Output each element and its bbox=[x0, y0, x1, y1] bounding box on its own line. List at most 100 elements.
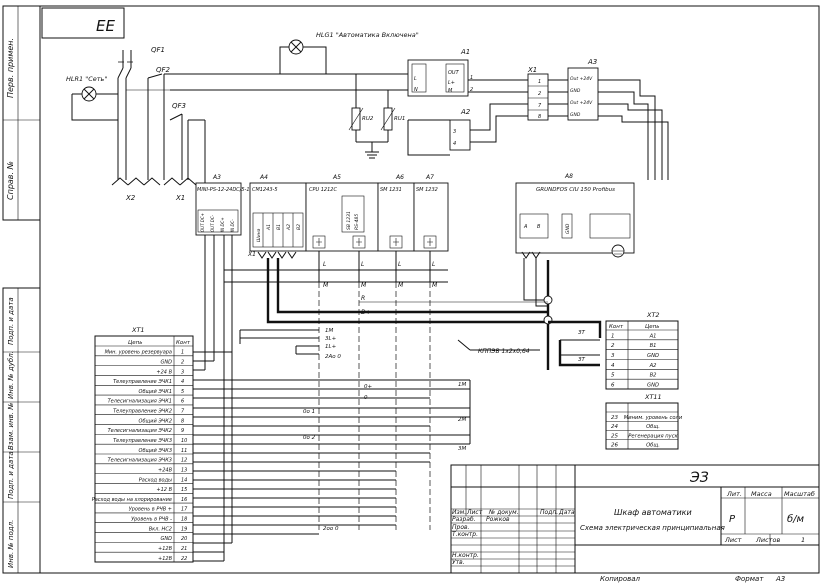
xt1-row-8-contact: 8 bbox=[181, 418, 184, 424]
tb-sign: Подп. bbox=[540, 509, 558, 516]
net-0minus: 0- bbox=[364, 395, 369, 401]
xt1-row-7-circuit: Телеуправление ЭЧК2 bbox=[113, 409, 172, 415]
xt1-head-contact: Конт bbox=[176, 340, 191, 346]
label-hl1: HLR1 "Сеть" bbox=[66, 75, 107, 83]
xt11-row-2-circuit: Общ. bbox=[646, 424, 660, 430]
ground-symbol bbox=[365, 151, 379, 159]
bus-m-1: M bbox=[323, 282, 329, 289]
bus-m-4: M bbox=[432, 282, 438, 289]
bus-l-4: L bbox=[432, 261, 435, 268]
net-0o2: 0о 2 bbox=[303, 435, 316, 441]
developer-name: Рожков bbox=[486, 516, 510, 523]
net-0o1: 0о 1 bbox=[303, 409, 315, 415]
label-ru1: RU1 bbox=[394, 116, 405, 122]
label-a2: A2 bbox=[460, 108, 471, 116]
module-a5-cpu: A5 CPU 1212C SB 1231 RS-485 bbox=[305, 174, 379, 252]
xt1-row-10-circuit: Телеуправление ЭЧК3 bbox=[113, 438, 172, 444]
bus-r-label: R bbox=[361, 295, 365, 302]
xt11-row-3-circuit: Регенерация пуск bbox=[628, 433, 678, 439]
stamp-orig-inv: Инв. № подл. bbox=[7, 520, 15, 568]
xt11-row-2-contact: 24 bbox=[611, 424, 618, 430]
xt1-row-22-contact: 22 bbox=[181, 556, 187, 562]
xt1-row-12-contact: 12 bbox=[181, 458, 187, 464]
xt11-ref: XT11 bbox=[644, 393, 662, 401]
breaker-qf2: QF2 bbox=[147, 66, 171, 79]
net-2m: 2М bbox=[458, 417, 466, 423]
cable-type-label: КППЭВ 1х2х0,64 bbox=[478, 348, 530, 355]
a1-out-pin-1: 1 bbox=[470, 75, 473, 81]
a4-pin-bus: Шина bbox=[256, 228, 262, 242]
bus-d-label: D+ bbox=[361, 309, 371, 316]
terminal-x1: X1 1 2 7 8 bbox=[527, 66, 549, 121]
net-labels: 1М 3L+ 1L+ 2Ao 0 0+ 0- 1М 2М 3М 0о 1 0о … bbox=[303, 328, 466, 532]
xt2-row-1-contact: 1 bbox=[611, 333, 615, 339]
lamp-hl1: HLR1 "Сеть" bbox=[66, 75, 107, 102]
cable-ref-1: ЗТ bbox=[578, 330, 586, 336]
a8-pin-b: B bbox=[537, 224, 541, 230]
a6-title: SM 1231 bbox=[380, 187, 402, 193]
xt2-row-4-contact: 4 bbox=[611, 363, 615, 369]
role-developer: Разраб. bbox=[452, 516, 476, 523]
sheets-label: Листов bbox=[755, 536, 780, 544]
xt11-row-3-contact: 25 bbox=[611, 433, 618, 439]
sheets-value: 1 bbox=[801, 536, 805, 544]
a3-ps-pin-2: OUT DC- bbox=[210, 214, 215, 232]
profibus-cable bbox=[266, 258, 553, 370]
xt2-row-5-circuit: B2 bbox=[650, 373, 657, 379]
a1-pin-lplus: L+ bbox=[448, 80, 455, 86]
xt1-row-11-contact: 11 bbox=[181, 448, 187, 454]
stamp-dup-inv: Инв. № дубл. bbox=[7, 351, 15, 399]
module-a3-upper: A3 Out +24V GND Out +24V GND bbox=[567, 58, 599, 121]
xt1-wiring bbox=[193, 270, 471, 562]
role-checker: Пров. bbox=[452, 524, 470, 531]
corner-code-box bbox=[41, 7, 125, 39]
label-x1: X1 bbox=[527, 66, 537, 74]
bus-m-3: M bbox=[398, 282, 404, 289]
net-3l: 3L+ bbox=[325, 336, 337, 342]
xt1-row-13-contact: 13 bbox=[181, 467, 187, 473]
xt2-row-2-contact: 2 bbox=[611, 343, 615, 349]
power-bus: L M L M L M L M bbox=[224, 261, 448, 289]
xt1-row-3-contact: 3 bbox=[181, 369, 184, 375]
label-qf1: QF1 bbox=[151, 46, 165, 54]
a3-pin-gnd1: GND bbox=[570, 88, 581, 94]
format-value: А3 bbox=[775, 575, 785, 583]
module-a8-grundfos: A8 GRUNDFOS CIU 150 Profibus A B GND bbox=[515, 173, 635, 258]
net-2ao: 2Ao 0 bbox=[325, 354, 341, 360]
xt2-row-1-circuit: A1 bbox=[649, 333, 657, 339]
module-a1: A1 L N OUT L+ M bbox=[407, 48, 470, 97]
side-stamp-upper bbox=[2, 5, 41, 221]
xt1-row-15-circuit: +12 В bbox=[156, 487, 172, 493]
label-a4: A4 bbox=[259, 174, 268, 181]
net-1m-a: 1М bbox=[325, 328, 333, 334]
xt1-row-3-circuit: +24 В bbox=[156, 369, 172, 375]
xt2-row-3-contact: 3 bbox=[611, 353, 615, 359]
label-a3-ps: A3 bbox=[212, 174, 221, 181]
net-1l: 1L+ bbox=[325, 344, 337, 350]
xt1-row-8-circuit: Общий ЭЧК2 bbox=[139, 418, 172, 424]
a1-out-pin-2: 2 bbox=[470, 87, 473, 93]
a2-pin-4: 4 bbox=[453, 141, 456, 147]
breaker-qf1: QF1 bbox=[117, 46, 165, 79]
a3-ps-pin-1: OUT DC+ bbox=[200, 213, 205, 232]
xt2-row-6-circuit: GND bbox=[647, 383, 659, 389]
xt1-row-15-contact: 15 bbox=[181, 487, 187, 493]
net-2oo0: 2оо 0 bbox=[323, 526, 339, 532]
label-a8: A8 bbox=[564, 173, 573, 180]
corner-code: ЕЕ bbox=[96, 17, 115, 35]
xt1-row-11-circuit: Общий ЭЧК3 bbox=[139, 448, 172, 454]
xt1-row-18-contact: 18 bbox=[181, 517, 187, 523]
xt1-head-circuit: Цепь bbox=[128, 340, 143, 346]
side-stamp-lower bbox=[2, 287, 41, 574]
a4-title: CM1243-5 bbox=[252, 187, 278, 193]
label-x2: X2 bbox=[125, 194, 136, 202]
a1-pin-out: OUT bbox=[448, 70, 460, 76]
tb-list: Лист bbox=[466, 509, 483, 516]
a7-title: SM 1232 bbox=[416, 187, 438, 193]
terminal-x2: X2 bbox=[111, 177, 161, 202]
a2-pin-3: 3 bbox=[453, 129, 456, 135]
net-3m: 3М bbox=[458, 446, 466, 452]
